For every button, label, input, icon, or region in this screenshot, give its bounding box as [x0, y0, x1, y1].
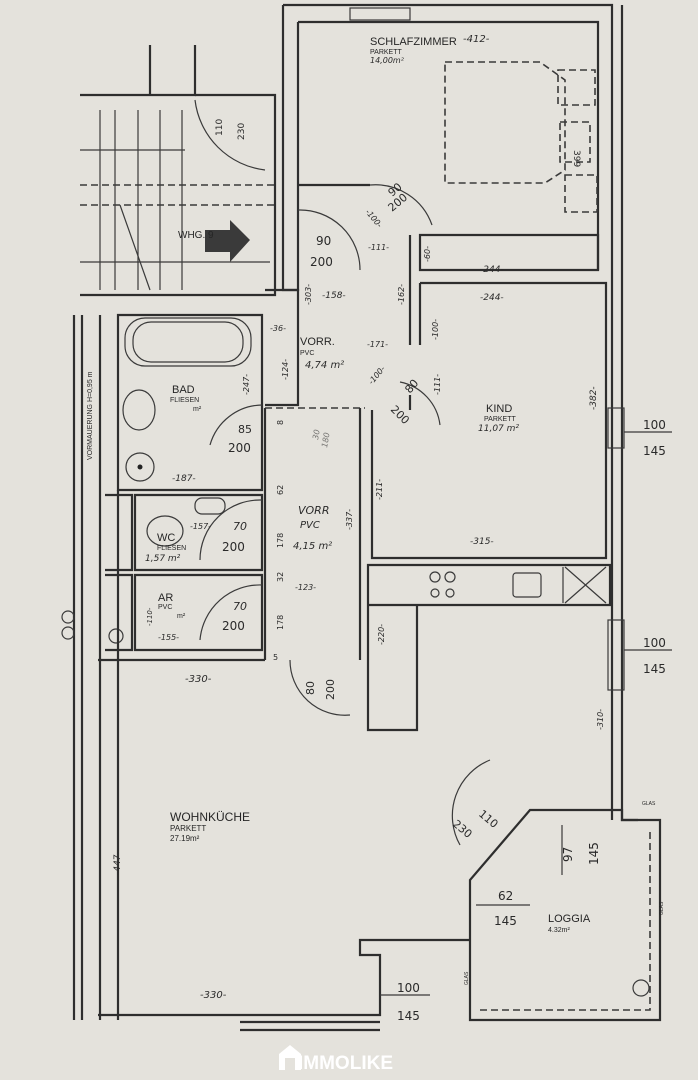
plan-windows-2-w: 97	[561, 847, 575, 862]
plan-dimensions-30: -220-	[377, 624, 386, 645]
dimension-labels: -244- -244- -60- -111- -100- -303- -158-…	[113, 208, 605, 1001]
plan-dimensions-21: -155-	[158, 633, 179, 642]
plan-rooms-kind-name: KIND	[486, 403, 512, 415]
plan-rooms-bad-floor: FLIESEN	[170, 397, 199, 404]
plan-doors-6-h: 200	[222, 619, 245, 633]
plan-rooms-bad-name: BAD	[172, 384, 195, 396]
plan-dimensions-25: 178	[276, 533, 285, 548]
plan-dimensions-17: -211-	[375, 479, 384, 500]
plan-rooms-ar-floor: PVC	[158, 604, 172, 611]
plan-rooms-ar-name: AR	[158, 592, 173, 604]
plan-glas_label: GLAS	[659, 901, 665, 915]
walls	[61, 3, 662, 1032]
plan-rooms-wohnkueche-area: 27.19m²	[170, 834, 200, 843]
plan-rooms-wc-name: WC	[157, 532, 175, 544]
side-note: VORMAUERUNG H=0,95 m	[87, 371, 94, 460]
plan-doors-6-w: 70	[233, 600, 247, 613]
plan-rooms-loggia-area: 4.32m²	[548, 927, 570, 934]
plan-rooms-wc-floor: FLIESEN	[157, 545, 186, 552]
plan-dimensions-15: -100-	[431, 319, 440, 340]
plan-rooms-wohnkueche-floor: PARKETT	[170, 824, 206, 833]
plan-dimensions-34: -310-	[596, 709, 605, 730]
plan-rooms-ar-area: m²	[177, 613, 186, 620]
plan-rooms-vorraum2-floor: PVC	[300, 520, 320, 531]
entrance-arrow-icon	[205, 220, 250, 262]
plan-windows-1-h: 145	[643, 662, 666, 676]
plan-dimensions-0: -244-	[480, 265, 504, 275]
plan-doors-0-h: 230	[237, 123, 247, 140]
plan-dimensions-31: -330-	[185, 674, 212, 685]
plan-rooms-bad-area: m²	[193, 406, 202, 413]
plan-windows-3-h: 145	[494, 914, 517, 928]
plan-windows-4-h: 145	[397, 1009, 420, 1023]
window-labels: 100 145 100 145 97 145 62 145 100 145 GL…	[380, 418, 672, 1023]
plan-doors-1-h: 200	[310, 255, 333, 269]
plan-dimensions-23: -123-	[295, 583, 316, 592]
house-logo-icon	[279, 1045, 301, 1070]
plan-dimensions-12: -171-	[367, 340, 388, 349]
plan-glas_label: GLAS	[464, 971, 470, 985]
plan-doors-5-w: 70	[233, 520, 247, 533]
plan-doors-1-w: 90	[316, 234, 331, 248]
plan-doors-5-h: 200	[222, 540, 245, 554]
plan-doors-0-w: 110	[215, 119, 225, 136]
plan-windows-4-w: 100	[397, 981, 420, 995]
plan-doors-9-w: 30	[311, 429, 322, 441]
plan-doors-4-h: 200	[228, 441, 251, 455]
immolike-watermark: IMMOLIKE	[279, 1045, 393, 1074]
plan-dimensions-24: 62	[276, 485, 285, 495]
plan-rooms-loggia-name: LOGGIA	[548, 913, 591, 925]
apartment-label: WHG. 9	[178, 230, 214, 241]
plan-rooms-schlafzimmer-width: -412-	[463, 34, 490, 45]
plan-dimensions-3: -111-	[368, 243, 389, 252]
plan-windows-0-h: 145	[643, 444, 666, 458]
room-name: SCHLAFZIMMER	[370, 36, 457, 48]
plan-rooms-vorraum1-area: 4,74 m²	[305, 360, 344, 371]
plan-dimensions-18: -315-	[470, 537, 494, 547]
plan-doors-7-h: 200	[324, 679, 337, 700]
plan-rooms-schlafzimmer-depth: 399	[571, 150, 581, 167]
room-labels: SCHLAFZIMMER PARKETT 14,00m² -412- 399 V…	[87, 34, 591, 934]
plan-rooms-vorraum1-floor: PVC	[300, 350, 314, 357]
plan-dimensions-5: -303-	[304, 284, 313, 305]
plan-dimensions-9: -124-	[281, 359, 290, 380]
plan-dimensions-1: -244-	[480, 293, 504, 303]
plan-doors-4-w: 85	[238, 423, 252, 436]
plan-dimensions-29: 5	[273, 653, 278, 662]
plan-doors-7-w: 80	[304, 681, 317, 695]
plan-dimensions-14: -111-	[433, 374, 442, 395]
plan-dimensions-2: -60-	[423, 246, 432, 262]
plan-dimensions-27: 178	[276, 615, 285, 630]
plan-dimensions-28: 8	[276, 420, 285, 425]
plan-rooms-schlafzimmer-area: 14,00m²	[370, 56, 405, 65]
plan-windows-3-w: 62	[498, 889, 513, 903]
plan-rooms-wohnkueche-name: WOHNKÜCHE	[170, 810, 250, 824]
plan-windows-0-w: 100	[643, 418, 666, 432]
plan-doors-9-h: 180	[320, 432, 332, 449]
plan-rooms-wc-area: 1,57 m²	[145, 554, 181, 564]
plan-dimensions-22: -110-	[146, 607, 154, 626]
plan-dimensions-20: -157-	[190, 522, 211, 531]
plan-rooms-vorraum2-area: 4,15 m²	[293, 541, 332, 552]
plan-rooms-vorraum2-name: VORR	[298, 504, 329, 517]
plan-dimensions-32: -330-	[200, 990, 227, 1001]
plan-dimensions-7: -162-	[397, 284, 406, 305]
plan-dimensions-8: -36-	[270, 324, 286, 333]
plan-windows-1-w: 100	[643, 636, 666, 650]
plan-dimensions-19: -337-	[345, 509, 354, 530]
plan-dimensions-26: 32	[276, 572, 285, 582]
plan-dimensions-16: -382-	[589, 386, 599, 410]
plan-windows-2-h: 145	[587, 842, 601, 865]
watermark: IMMOLIKE	[298, 1053, 393, 1074]
plan-rooms-schlafzimmer-floor: PARKETT	[370, 49, 402, 56]
plan-glas_label: GLAS	[642, 801, 656, 807]
plan-dimensions-11: -187-	[172, 474, 196, 484]
plan-dimensions-10: -247-	[242, 374, 251, 395]
plan-rooms-kind-area: 11,07 m²	[478, 424, 519, 434]
plan-dimensions-6: -158-	[322, 291, 346, 301]
plan-rooms-vorraum1-name: VORR.	[300, 336, 335, 348]
plan-rooms-kind-floor: PARKETT	[484, 416, 516, 423]
plan-dimensions-33: -447-	[113, 851, 123, 875]
